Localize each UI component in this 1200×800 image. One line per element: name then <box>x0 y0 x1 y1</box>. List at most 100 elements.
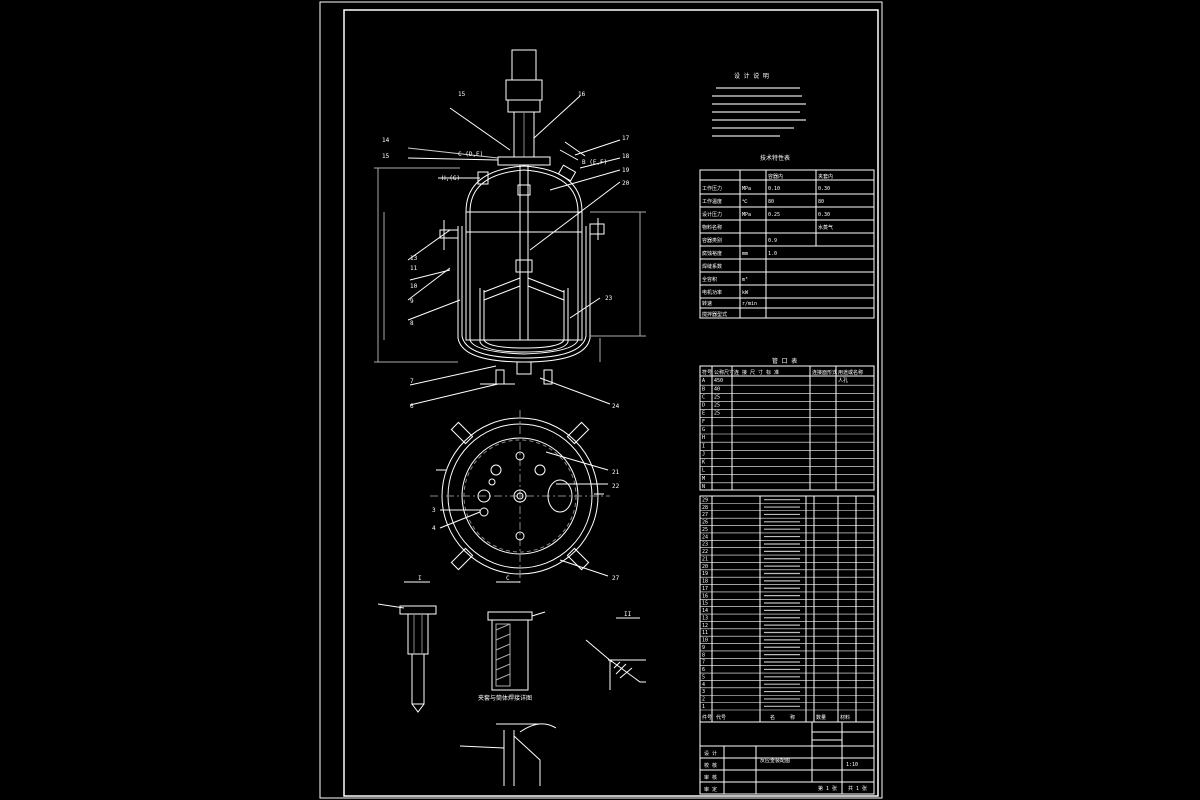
nozzle-header-cell: 连接面形式 <box>812 369 837 376</box>
parts-item-number: 18 <box>702 579 708 585</box>
parts-item-number: 10 <box>702 638 708 644</box>
nozzle-table <box>699 365 875 491</box>
drawing-frame <box>319 1 883 799</box>
nozzle-cell: C <box>702 394 705 400</box>
tb-label-design: 设 计 <box>704 750 717 757</box>
parts-item-number: 17 <box>702 586 708 592</box>
label-24: 24 <box>612 403 620 410</box>
tag-b-ef: B (E,F) <box>582 159 607 166</box>
label-16: 16 <box>578 91 586 98</box>
plan-label-3: 3 <box>432 507 436 514</box>
tb-label-approve: 审 定 <box>704 786 717 793</box>
nozzle-cell: 450 <box>714 378 723 384</box>
parts-item-number: 13 <box>702 615 708 621</box>
spec-cell: 0.9 <box>768 238 777 244</box>
spec-cell: kW <box>742 290 749 296</box>
detail-views <box>377 581 646 786</box>
label-14: 14 <box>382 137 390 144</box>
nozzle-header-cell: 符号 <box>702 369 712 376</box>
label-11: 11 <box>410 265 418 272</box>
spec-cell: mm <box>742 251 748 257</box>
nozzle-header-cell: 用途或名称 <box>838 369 863 376</box>
label-15-top: 15 <box>458 91 466 98</box>
support-lug <box>566 547 590 571</box>
nozzle-cell: 25 <box>714 394 720 400</box>
tb-label-review: 审 核 <box>704 774 717 781</box>
label-20: 20 <box>622 180 630 187</box>
tag-h-g: H,(G) <box>442 175 460 182</box>
title-block-text: 设 计 校 核 审 核 审 定 反应釜装配图 1:10 第 1 张 共 1 张 <box>704 750 867 793</box>
tb-drawing-name: 反应釜装配图 <box>760 757 790 764</box>
nozzle-cell: N <box>702 484 705 490</box>
nozzle-cell: I <box>702 443 705 449</box>
parts-item-number: 26 <box>702 520 708 526</box>
spec-cell: 腐蚀裕度 <box>702 250 722 257</box>
spec-header-cell: 容器内 <box>768 173 783 180</box>
nozzle-cell: F <box>702 419 705 425</box>
parts-item-number: 24 <box>702 534 708 540</box>
tb-sheet: 第 1 张 <box>818 785 837 792</box>
label-9: 9 <box>410 298 414 305</box>
label-8: 8 <box>410 320 414 327</box>
label-18: 18 <box>622 153 630 160</box>
nozzle-cell: K <box>702 460 705 466</box>
design-notes: 设 计 说 明 <box>712 72 806 137</box>
parts-item-number: 2 <box>702 697 705 703</box>
label-view-i: I <box>418 575 422 582</box>
parts-item-number: 27 <box>702 512 708 518</box>
parts-item-number: 5 <box>702 674 705 680</box>
parts-item-number: 25 <box>702 527 708 533</box>
technical-spec-table <box>699 169 875 319</box>
spec-cell: 工作压力 <box>702 185 722 192</box>
nozzle-cell: A <box>702 378 705 384</box>
spec-cell: 电机功率 <box>702 289 722 296</box>
manhole <box>547 479 573 513</box>
tag-c-de: C (D,E) <box>458 151 483 158</box>
elevation-leader-labels: 15 16 14 15 C (D,E) B (E,F) H,(G) 17 18 … <box>382 91 630 410</box>
plan-leader-labels: 21 22 3 4 27 <box>432 469 620 582</box>
parts-item-number: 28 <box>702 505 708 511</box>
spec-cell: 0.25 <box>768 212 780 218</box>
reactor-elevation-view <box>374 49 646 406</box>
parts-header-cell: 数量 <box>816 714 826 721</box>
parts-item-number: 11 <box>702 630 708 636</box>
nozzle-cell: 人孔 <box>838 377 848 384</box>
label-view-c: C <box>506 575 510 582</box>
parts-item-number: 20 <box>702 564 708 570</box>
parts-item-number: 12 <box>702 623 708 629</box>
tb-label-check: 校 核 <box>704 762 717 769</box>
parts-item-number: 3 <box>702 689 705 695</box>
nozzle-cell: G <box>702 427 705 433</box>
nozzle-cell: 25 <box>714 411 720 417</box>
spec-cell: 容器类别 <box>702 237 722 244</box>
nozzle-cell: 40 <box>714 386 720 392</box>
parts-item-number: 9 <box>702 645 705 651</box>
parts-header-cell: 称 <box>790 714 795 721</box>
nozzle-header-cell: 连 接 尺 寸 标 准 <box>734 369 779 376</box>
parts-item-number: 1 <box>702 704 705 710</box>
nozzle-cell: J <box>702 451 705 457</box>
spec-cell: ℃ <box>742 199 748 205</box>
parts-list-table <box>699 495 875 723</box>
nozzle-cell: L <box>702 468 705 474</box>
parts-header-cell: 名 <box>770 714 775 721</box>
spec-cell: 0.10 <box>768 186 780 192</box>
tb-scale: 1:10 <box>846 762 858 768</box>
spec-cell: 0.30 <box>818 212 830 218</box>
parts-item-number: 6 <box>702 667 705 673</box>
detail-labels: I C II 夹套与筒体焊接详图 <box>418 575 632 702</box>
parts-item-number: 21 <box>702 556 708 562</box>
nozzle-cell: 25 <box>714 403 720 409</box>
upper-head <box>465 165 583 213</box>
plan-label-4: 4 <box>432 525 436 532</box>
support-lug <box>450 547 474 571</box>
plan-label-27: 27 <box>612 575 620 582</box>
title-block <box>699 721 875 795</box>
parts-item-number: 23 <box>702 542 708 548</box>
spec-cell: r/min <box>742 301 757 307</box>
support-lug <box>566 421 590 445</box>
label-7: 7 <box>410 378 414 385</box>
parts-item-number: 7 <box>702 660 705 666</box>
